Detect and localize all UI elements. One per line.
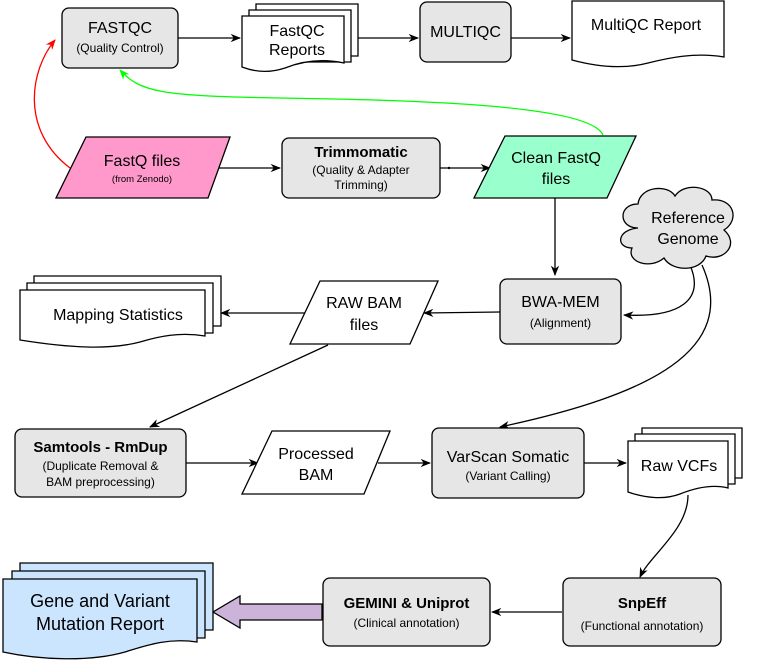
varscan-title: VarScan Somatic — [447, 449, 569, 466]
fastqc-reports-line2: Reports — [269, 42, 325, 59]
node-mapping-statistics[interactable]: Mapping Statistics — [19, 275, 222, 348]
fastq-files-subtitle: (from Zenodo) — [112, 174, 172, 185]
multiqc-title: MULTIQC — [430, 24, 501, 41]
node-processed-bam[interactable]: Processed BAM — [240, 430, 391, 495]
node-multiqc-report[interactable]: MultiQC Report — [571, 0, 725, 68]
node-samtools[interactable]: Samtools - RmDup (Duplicate Removal & BA… — [14, 428, 187, 498]
connector-dot — [447, 166, 451, 170]
samtools-sub2: BAM preprocessing) — [46, 475, 155, 489]
mutation-report-line1: Gene and Variant — [30, 591, 170, 611]
node-fastqc-reports[interactable]: FastQC Reports — [241, 3, 359, 72]
node-reference-genome[interactable]: Reference Genome — [620, 186, 734, 269]
raw-vcfs-title: Raw VCFs — [641, 458, 717, 475]
snpeff-subtitle: (Functional annotation) — [581, 619, 704, 633]
edge-rawbam-to-samtools — [149, 344, 329, 428]
node-fastq-files[interactable]: FastQ files (from Zenodo) — [54, 136, 231, 199]
fastqc-title: FASTQC — [88, 20, 152, 37]
node-raw-vcfs[interactable]: Raw VCFs — [627, 427, 743, 499]
edge-reference-to-varscan — [498, 264, 712, 430]
snpeff-title: SnpEff — [618, 595, 667, 612]
bwa-mem-title: BWA-MEM — [521, 294, 600, 311]
reference-genome-line2: Genome — [657, 231, 718, 248]
processed-bam-line1: Processed — [278, 446, 354, 463]
raw-bam-line1: RAW BAM — [326, 295, 402, 312]
fastqc-subtitle: (Quality Control) — [76, 41, 163, 55]
reference-genome-line1: Reference — [651, 210, 725, 227]
samtools-sub1: (Duplicate Removal & — [42, 459, 158, 473]
node-clean-fastq[interactable]: Clean FastQ files — [472, 135, 638, 199]
fastqc-reports-line1: FastQC — [269, 23, 324, 40]
gemini-title: GEMINI & Uniprot — [344, 595, 470, 612]
samtools-title: Samtools - RmDup — [33, 439, 167, 456]
bwa-mem-subtitle: (Alignment) — [530, 316, 591, 330]
clean-fastq-line2: files — [542, 171, 570, 188]
node-bwa-mem[interactable]: BWA-MEM (Alignment) — [499, 278, 622, 345]
trimmomatic-sub1: (Quality & Adapter — [312, 163, 409, 177]
node-mutation-report[interactable]: Gene and Variant Mutation Report — [2, 562, 214, 660]
edge-bwa-to-rawbam — [422, 308, 501, 318]
node-snpeff[interactable]: SnpEff (Functional annotation) — [562, 577, 722, 647]
node-multiqc[interactable]: MULTIQC — [419, 1, 512, 63]
node-raw-bam[interactable]: RAW BAM files — [288, 280, 440, 345]
raw-bam-line2: files — [350, 317, 378, 334]
fastq-files-title: FastQ files — [104, 153, 180, 170]
node-trimmomatic[interactable]: Trimmomatic (Quality & Adapter Trimming) — [281, 137, 441, 199]
varscan-subtitle: (Variant Calling) — [465, 469, 550, 483]
trimmomatic-title: Trimmomatic — [314, 144, 407, 161]
edge-reference-to-bwa — [622, 264, 695, 320]
edge-gemini-to-report — [211, 594, 323, 630]
node-fastqc[interactable]: FASTQC (Quality Control) — [61, 7, 179, 69]
gemini-subtitle: (Clinical annotation) — [353, 616, 459, 630]
mutation-report-line2: Mutation Report — [36, 614, 164, 634]
mapping-statistics-title: Mapping Statistics — [53, 307, 183, 324]
edge-rawvcfs-to-snpeff — [639, 494, 689, 578]
trimmomatic-sub2: Trimming) — [334, 178, 388, 192]
edge-clean-to-fastqc — [119, 69, 604, 136]
node-gemini[interactable]: GEMINI & Uniprot (Clinical annotation) — [322, 577, 491, 647]
multiqc-report-title: MultiQC Report — [591, 17, 702, 34]
node-varscan[interactable]: VarScan Somatic (Variant Calling) — [431, 427, 585, 499]
processed-bam-line2: BAM — [299, 467, 334, 484]
edge-fastq-to-fastqc — [33, 39, 71, 169]
clean-fastq-line1: Clean FastQ — [511, 150, 601, 167]
